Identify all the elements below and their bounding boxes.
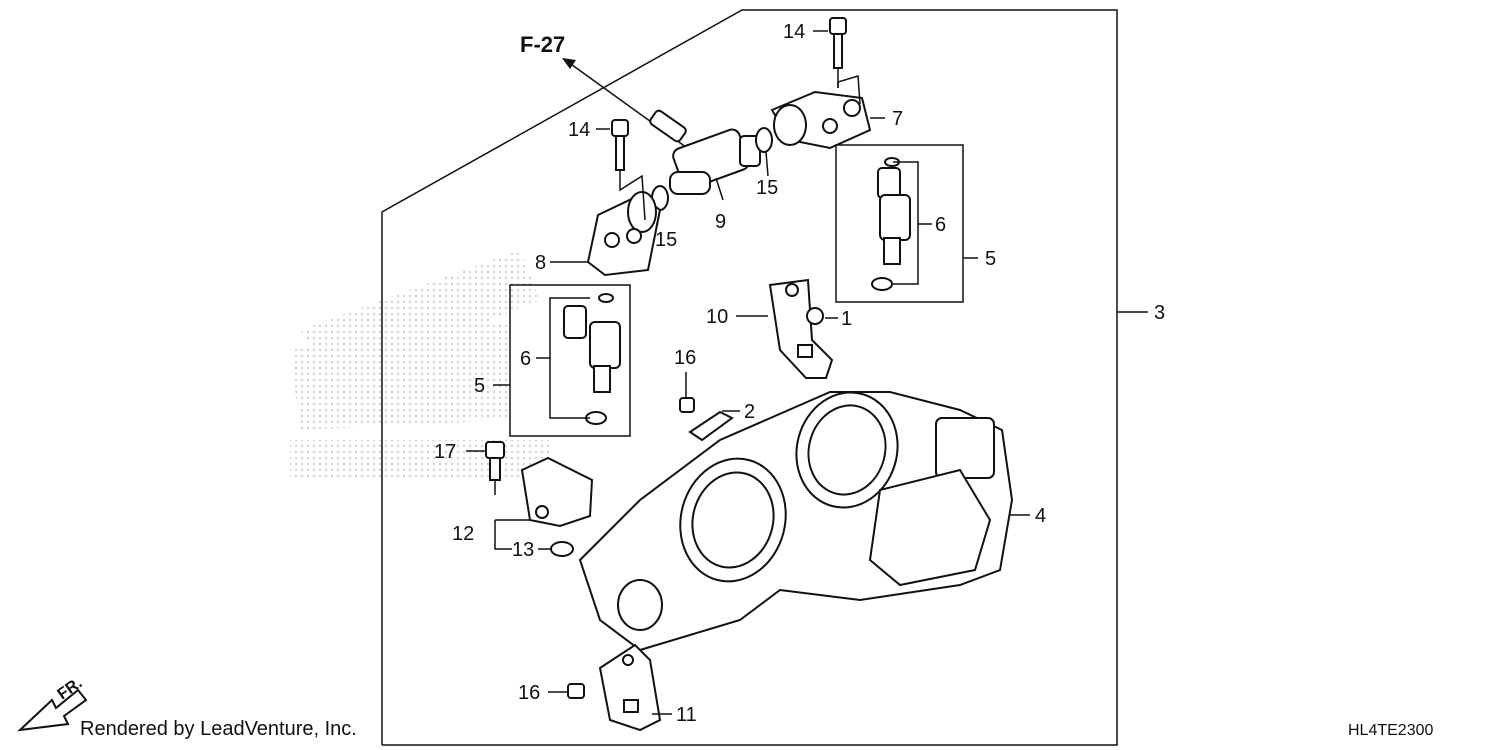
callout-12: 12	[452, 523, 474, 545]
part-11-plate	[598, 643, 662, 732]
part-16-screws	[567, 397, 695, 699]
render-credit: Rendered by LeadVenture, Inc.	[80, 718, 357, 740]
callout-13: 13	[512, 539, 534, 561]
part-12-sensor	[520, 456, 594, 528]
part-4-throttle-body	[578, 391, 1014, 652]
callout-11: 11	[676, 704, 697, 726]
part-8-joint	[586, 191, 662, 277]
leader-lines	[466, 30, 1148, 715]
reference-label: F-27	[520, 32, 565, 57]
callout-5-left: 5	[474, 375, 485, 397]
part-14-bolts	[611, 17, 847, 171]
part-1-bolt	[806, 307, 824, 325]
callout-4: 4	[1035, 505, 1046, 527]
part-10-bracket	[768, 278, 834, 379]
callout-3: 3	[1154, 302, 1165, 324]
callout-14-top: 14	[783, 21, 805, 43]
part-5-injector-set-right	[835, 144, 964, 303]
callout-16-top: 16	[674, 347, 696, 369]
part-7-joint	[770, 90, 872, 150]
part-13-o-ring	[550, 541, 574, 557]
callout-8: 8	[535, 252, 546, 274]
callout-17: 17	[434, 441, 456, 463]
watermark	[290, 250, 550, 480]
front-direction-marker: FR.	[17, 675, 88, 732]
callout-7: 7	[892, 108, 903, 130]
callout-5-right: 5	[985, 248, 996, 270]
callout-1: 1	[841, 308, 852, 330]
part-5-injector-set-left	[509, 284, 631, 437]
callout-6-left: 6	[520, 348, 531, 370]
callout-15-left: 15	[655, 229, 677, 251]
callout-10: 10	[706, 306, 728, 328]
callout-14-left: 14	[568, 119, 590, 141]
callout-6-right: 6	[935, 214, 946, 236]
callout-9: 9	[715, 211, 726, 233]
assembly-frame	[381, 9, 1118, 746]
callout-16-bottom: 16	[518, 682, 540, 704]
callout-2: 2	[744, 401, 755, 423]
part-9-fuel-pipe	[649, 109, 761, 195]
callout-15-right: 15	[756, 177, 778, 199]
part-2-gasket	[688, 410, 734, 442]
diagram-code: HL4TE2300	[1348, 722, 1434, 739]
callout-labels: 14 7 14 9 15 15 8 6 5 3 10 1 16 2 6 5 17…	[434, 21, 1165, 726]
part-17-bolt	[485, 441, 505, 481]
